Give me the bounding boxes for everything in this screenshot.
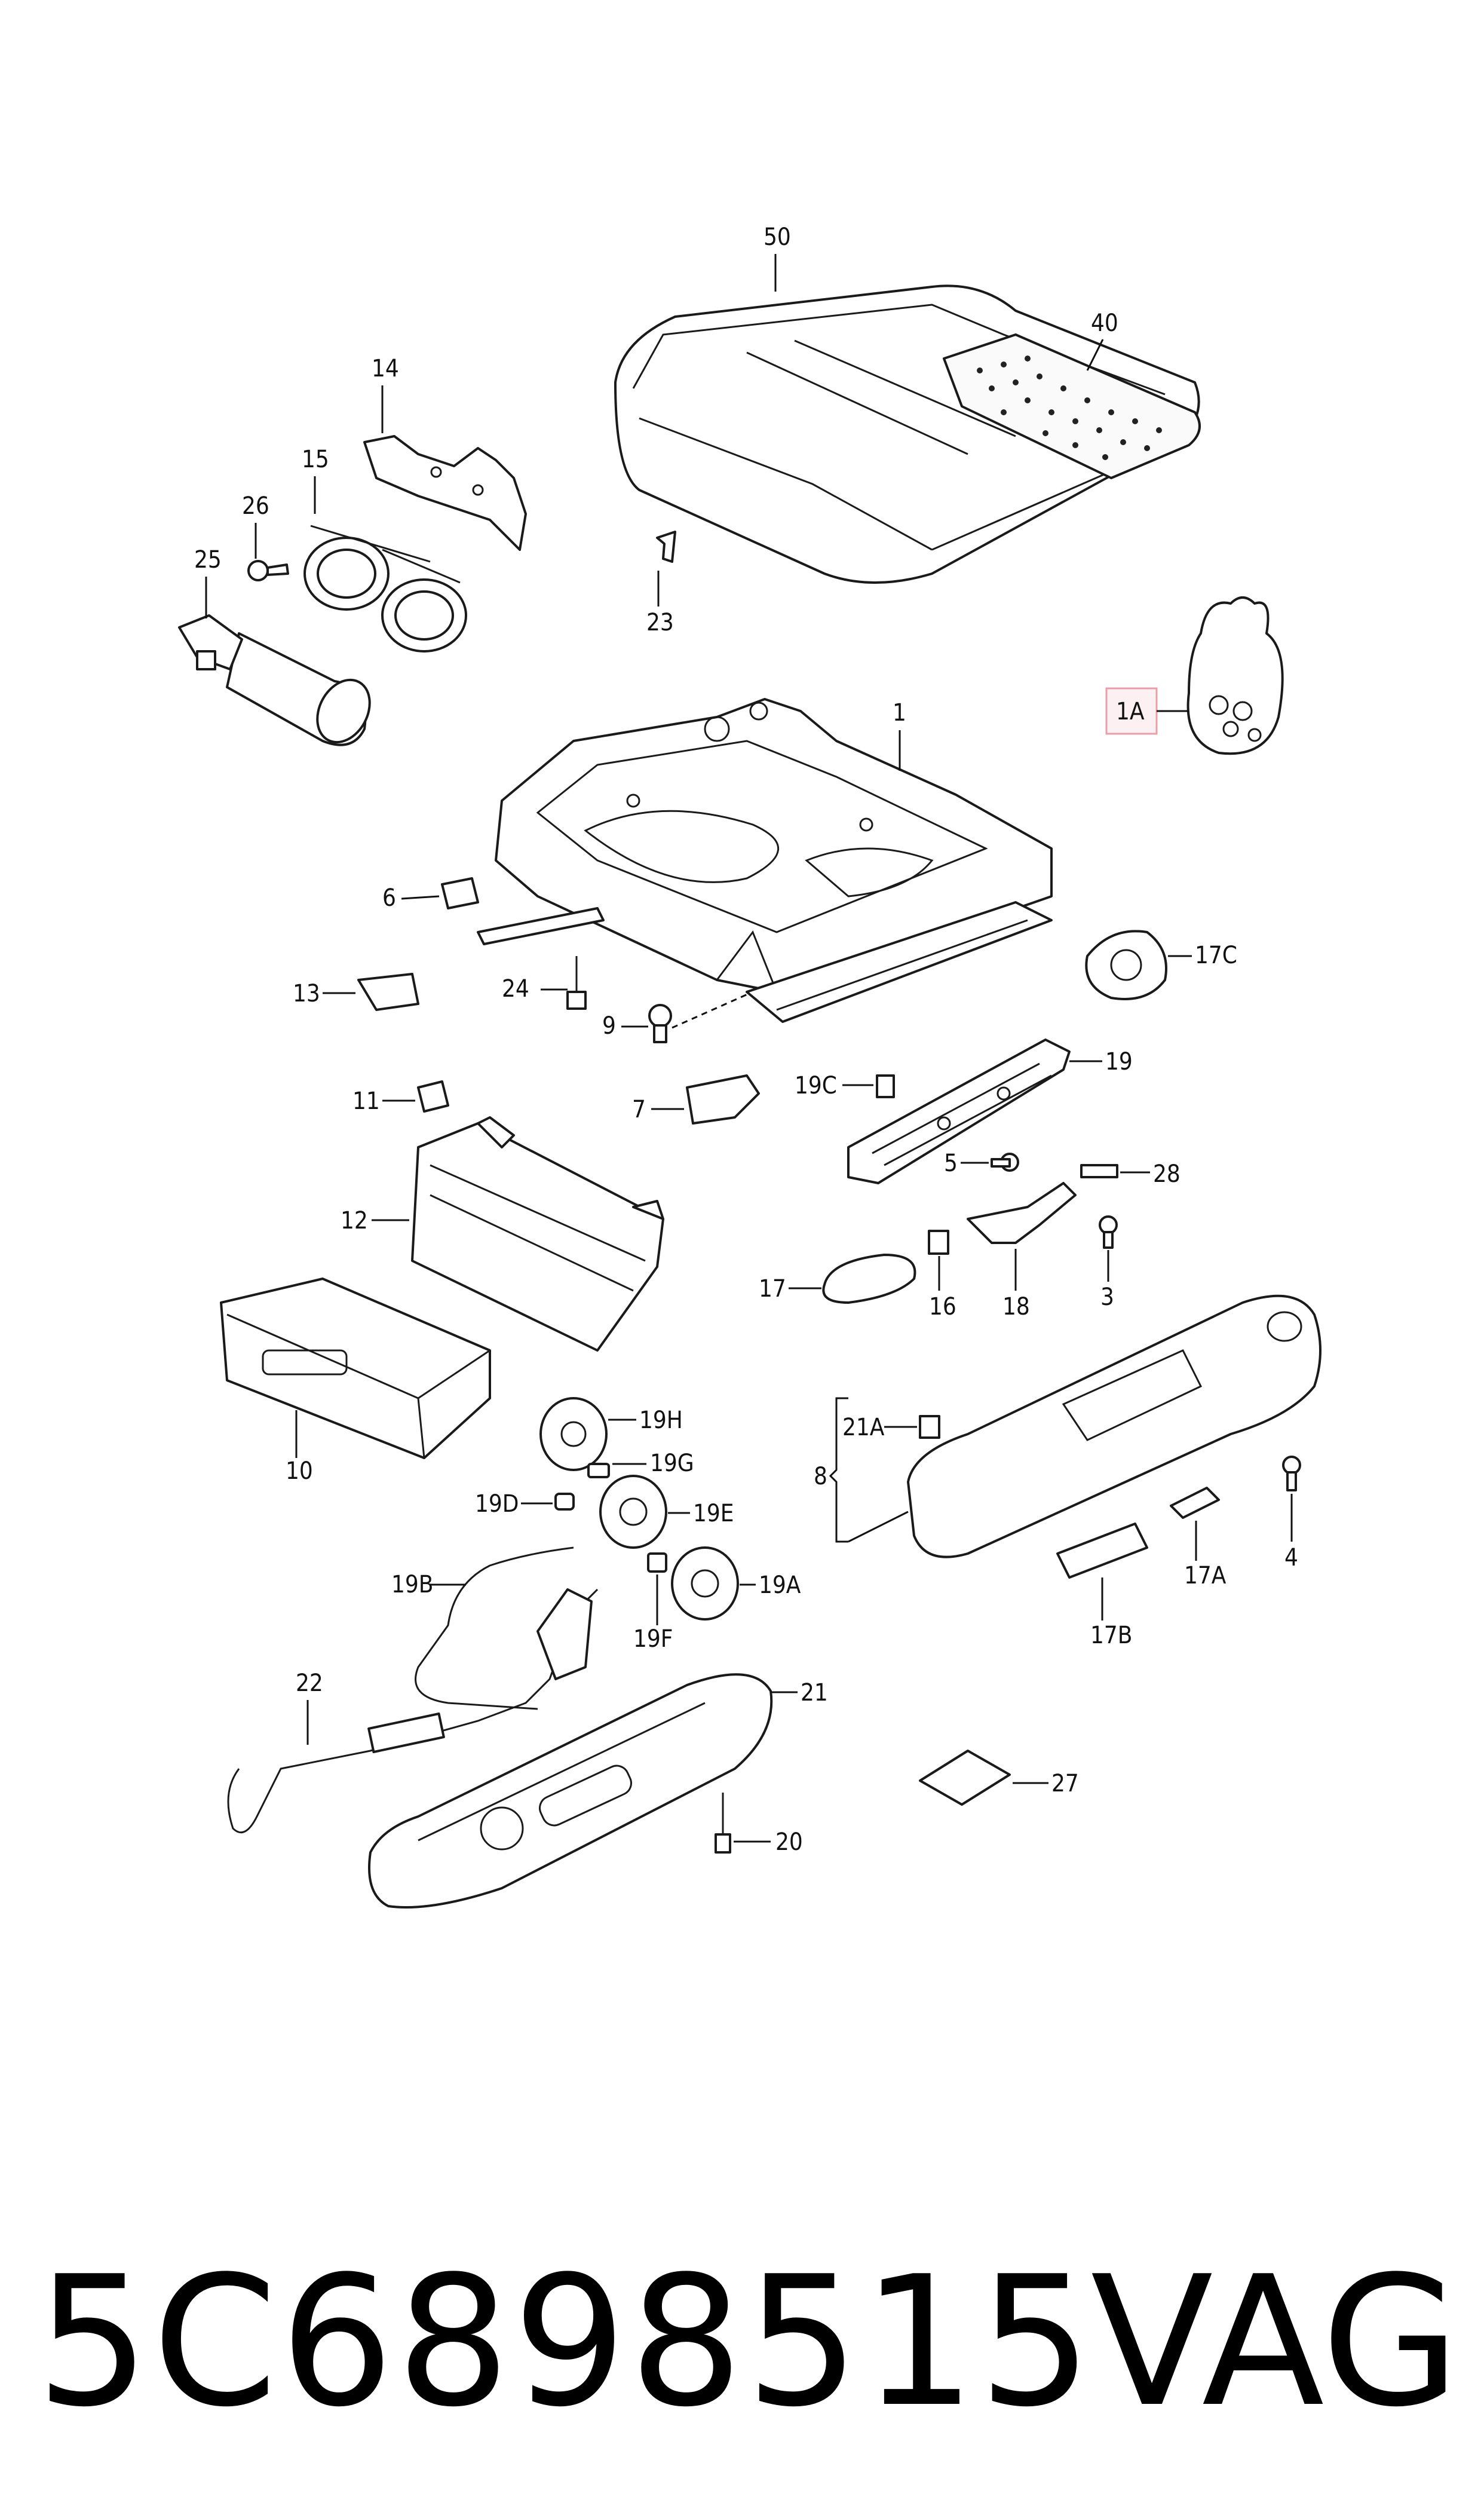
- spring-part-28: [1080, 1164, 1118, 1178]
- label-5: 5: [944, 1150, 958, 1177]
- label-19B: 19B: [391, 1571, 433, 1598]
- wiring-harness-part-22: [227, 1588, 599, 1834]
- highlight-box-1A: [1105, 687, 1158, 735]
- label-1: 1: [893, 699, 906, 727]
- part-number: 5C6898515: [36, 2238, 1095, 2446]
- brand-name: VAG: [1090, 2238, 1460, 2446]
- cover-part-7: [686, 1074, 760, 1125]
- label-19F: 19F: [633, 1625, 673, 1653]
- handle-part-17: [822, 1254, 916, 1304]
- label-9: 9: [602, 1012, 616, 1040]
- label-26: 26: [242, 492, 269, 520]
- label-7: 7: [632, 1096, 646, 1123]
- label-28: 28: [1153, 1160, 1181, 1188]
- side-trim-part-21: [368, 1673, 773, 1909]
- cushion-insert-part-40: [943, 333, 1201, 479]
- label-17B: 17B: [1090, 1622, 1132, 1649]
- label-19E: 19E: [693, 1500, 734, 1527]
- cover-part-17B: [1056, 1523, 1148, 1579]
- label-21A: 21A: [842, 1414, 885, 1441]
- handle-part-13: [357, 973, 419, 1011]
- label-10: 10: [286, 1457, 313, 1485]
- label-23: 23: [646, 609, 674, 636]
- label-6: 6: [382, 884, 396, 912]
- screw-part-20: [715, 1793, 731, 1854]
- label-20: 20: [775, 1828, 803, 1856]
- pad-part-27: [919, 1750, 1011, 1806]
- label-17A: 17A: [1184, 1562, 1227, 1589]
- label-19G: 19G: [650, 1450, 694, 1477]
- clip-part-23: [656, 531, 676, 563]
- label-40: 40: [1091, 310, 1118, 337]
- gas-cylinder-part-25: [178, 614, 371, 746]
- label-8: 8: [814, 1463, 827, 1490]
- cap-part-19G: [587, 1463, 610, 1478]
- screw-part-4: [1282, 1456, 1301, 1491]
- exploded-parts-diagram: 50 40 14 15 26 25 23: [178, 223, 1322, 1909]
- label-12: 12: [341, 1207, 368, 1235]
- bracket-part-14: [363, 435, 527, 551]
- label-19: 19: [1105, 1048, 1133, 1076]
- label-19C: 19C: [795, 1072, 837, 1099]
- cap-part-19D: [554, 1493, 575, 1511]
- label-11: 11: [352, 1088, 380, 1115]
- label-21: 21: [801, 1679, 828, 1707]
- cable-part-19B: [415, 1546, 574, 1710]
- label-15: 15: [302, 446, 329, 473]
- label-25: 25: [194, 546, 222, 574]
- screw-part-3: [1099, 1215, 1118, 1249]
- storage-tray-part-10: [220, 1278, 491, 1459]
- cover-part-17A: [1170, 1487, 1220, 1519]
- label-50: 50: [764, 223, 791, 251]
- label-1A: 1A: [1116, 698, 1145, 725]
- label-14: 14: [372, 355, 399, 382]
- seat-rail-assembly: [746, 901, 1053, 1023]
- label-22: 22: [296, 1670, 323, 1697]
- label-3: 3: [1100, 1283, 1114, 1311]
- link-part-18: [967, 1182, 1077, 1244]
- screw-part-5: [991, 1153, 1019, 1172]
- bolt-part-24: [566, 956, 587, 1010]
- screw-part-9: [648, 1004, 672, 1043]
- clip-part-21A: [919, 1415, 940, 1439]
- label-16: 16: [929, 1293, 956, 1321]
- mechanism-part-19: [847, 1039, 1071, 1184]
- tray-frame-part-12: [411, 1116, 664, 1352]
- clip-part-16: [928, 1230, 949, 1255]
- label-19H: 19H: [639, 1407, 683, 1434]
- screw-part-26: [247, 560, 289, 581]
- knob-part-19E: [599, 1475, 667, 1549]
- knob-part-19H: [539, 1397, 608, 1471]
- label-13: 13: [293, 980, 320, 1007]
- cap-part-19F: [647, 1552, 667, 1573]
- label-18: 18: [1002, 1293, 1030, 1321]
- label-19A: 19A: [759, 1572, 801, 1599]
- connector-part-6: [441, 877, 479, 909]
- label-19D: 19D: [475, 1490, 519, 1518]
- motor-part-17C: [1085, 930, 1167, 1000]
- clamp-part-15: [303, 525, 467, 653]
- label-17C: 17C: [1195, 942, 1237, 969]
- label-27: 27: [1051, 1770, 1079, 1797]
- side-trim-part-8: [907, 1294, 1322, 1558]
- seat-frame-part-1: [477, 698, 1053, 993]
- knob-part-19A: [671, 1546, 739, 1621]
- clip-part-19C: [876, 1074, 895, 1098]
- label-17: 17: [759, 1275, 786, 1303]
- label-24: 24: [502, 975, 529, 1003]
- label-4: 4: [1284, 1544, 1298, 1572]
- bag-part-1A: [1186, 596, 1284, 755]
- clip-part-11: [417, 1080, 449, 1113]
